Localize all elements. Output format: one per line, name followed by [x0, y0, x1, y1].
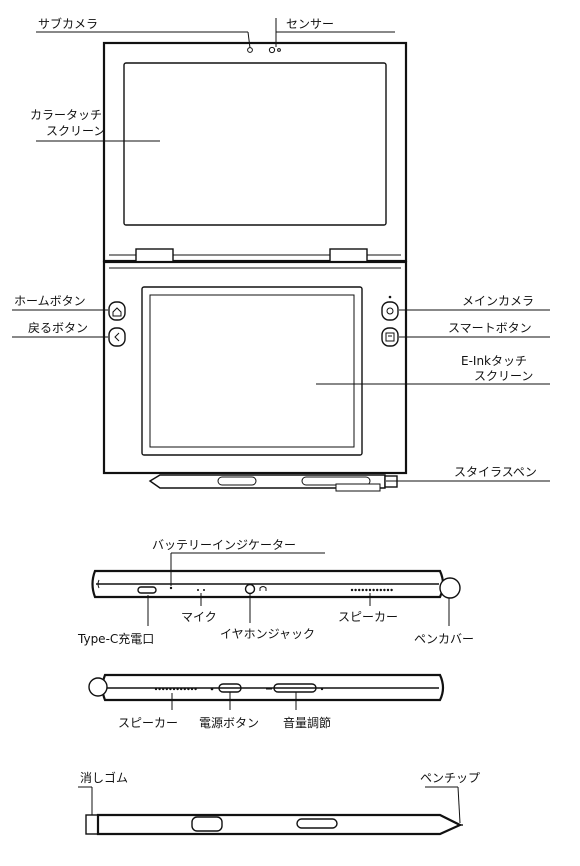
speaker-hole — [194, 687, 197, 691]
headphone-icon — [259, 586, 267, 591]
label-speaker-2: スピーカー — [118, 716, 178, 730]
label-eink-2: スクリーン — [474, 369, 533, 383]
speaker-hole — [190, 687, 194, 691]
speaker-hole — [361, 588, 364, 592]
label-pen-cover: ペンカバー — [414, 632, 474, 646]
upper-screen-panel — [102, 41, 408, 263]
label-battery-indicator: バッテリーインジケーター — [152, 538, 296, 552]
speaker-hole — [386, 588, 390, 592]
side-view-2-body — [101, 673, 445, 702]
speaker-hole — [165, 687, 168, 691]
volume-plus-icon — [320, 687, 324, 691]
speaker-hole — [358, 588, 361, 592]
speaker-hole — [176, 687, 179, 691]
label-color-touch-1: カラータッチ — [30, 108, 102, 122]
speaker-hole — [172, 687, 176, 691]
main-camera-dot — [388, 295, 392, 299]
speaker-hole — [183, 687, 186, 691]
speaker-grille-1 — [350, 588, 393, 592]
sensor-dot-1 — [268, 46, 276, 54]
power-indicator-dot — [210, 687, 214, 691]
speaker-hole — [169, 687, 172, 691]
label-color-touch-2: スクリーン — [46, 124, 105, 138]
speaker-hole — [162, 687, 165, 691]
speaker-grille-2 — [154, 687, 197, 691]
label-mic: マイク — [181, 610, 217, 624]
pen-cover — [439, 577, 461, 599]
home-button-icon — [108, 301, 126, 321]
speaker-hole — [187, 687, 190, 691]
smart-button-icon — [381, 327, 399, 347]
speaker-hole — [154, 687, 158, 691]
speaker-hole — [365, 588, 368, 592]
speaker-hole — [376, 588, 379, 592]
label-speaker-1: スピーカー — [338, 610, 398, 624]
label-eink-1: E-Inkタッチ — [461, 354, 527, 368]
speaker-hole — [158, 687, 161, 691]
label-earphone-jack: イヤホンジャック — [220, 627, 315, 641]
type-c-port — [137, 586, 157, 594]
stylus-pen-side — [85, 813, 463, 836]
lower-screen-panel — [102, 260, 408, 475]
battery-indicator-dot — [169, 586, 173, 590]
label-type-c: Type-C充電口 — [77, 631, 154, 646]
speaker-hole — [350, 588, 354, 592]
label-sub-camera: サブカメラ — [38, 16, 98, 31]
label-smart-button: スマートボタン — [448, 321, 532, 335]
label-eraser: 消しゴム — [80, 770, 128, 785]
sensor-dot-2 — [277, 48, 281, 52]
back-button-icon — [108, 327, 126, 347]
speaker-hole — [390, 588, 393, 592]
stylus-pen-top — [148, 474, 398, 492]
label-volume: 音量調節 — [283, 715, 331, 730]
label-back-button: 戻るボタン — [28, 321, 88, 335]
label-home-button: ホームボタン — [14, 294, 86, 308]
mic-dot-1 — [197, 589, 199, 591]
label-sensor: センサー — [286, 17, 334, 31]
leader-lines — [12, 18, 550, 824]
speaker-hole — [354, 588, 357, 592]
label-power-button: 電源ボタン — [199, 716, 259, 730]
label-stylus-pen: スタイラスペン — [454, 465, 537, 479]
volume-rocker — [273, 683, 317, 693]
speaker-hole — [180, 687, 183, 691]
earphone-jack — [244, 583, 256, 595]
mic-dot-2 — [203, 589, 205, 591]
main-camera-icon — [381, 301, 399, 321]
speaker-hole — [368, 588, 372, 592]
speaker-hole — [372, 588, 375, 592]
speaker-hole — [383, 588, 386, 592]
label-pen-tip: ペンチップ — [420, 771, 480, 785]
label-main-camera: メインカメラ — [462, 294, 534, 308]
pen-cover-2 — [88, 677, 108, 697]
speaker-hole — [379, 588, 382, 592]
